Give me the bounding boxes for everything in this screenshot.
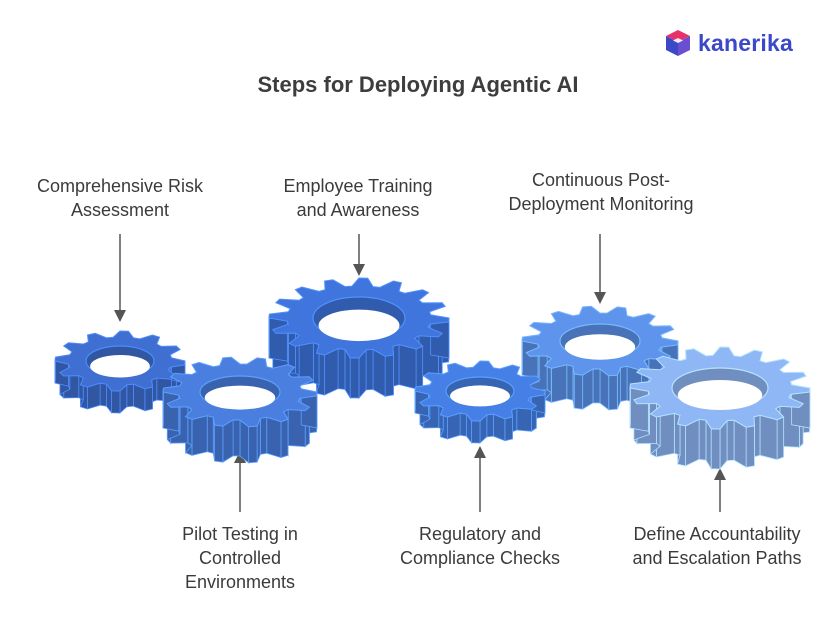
step-label-accountability: Define Accountability and Escalation Pat…	[632, 524, 802, 568]
brand-name: kanerika	[698, 29, 793, 56]
step-label-continuous-monitoring: Continuous Post-Deployment Monitoring	[508, 170, 694, 214]
gear-accountability	[629, 346, 811, 471]
gear-risk-assessment	[54, 330, 186, 414]
gear-regulatory-checks	[414, 360, 546, 444]
cube-logo-icon	[666, 30, 690, 56]
step-label-regulatory-checks: Regulatory and Compliance Checks	[399, 524, 561, 568]
step-label-employee-training: Employee Training and Awareness	[283, 176, 433, 220]
step-label-pilot-testing: Pilot Testing in Controlled Environments	[182, 524, 298, 592]
step-label-risk-assessment: Comprehensive Risk Assessment	[36, 176, 204, 220]
diagram-title: Steps for Deploying Agentic AI	[257, 72, 579, 97]
brand-logo: kanerika	[664, 28, 793, 58]
gear-pilot-testing	[162, 356, 318, 464]
